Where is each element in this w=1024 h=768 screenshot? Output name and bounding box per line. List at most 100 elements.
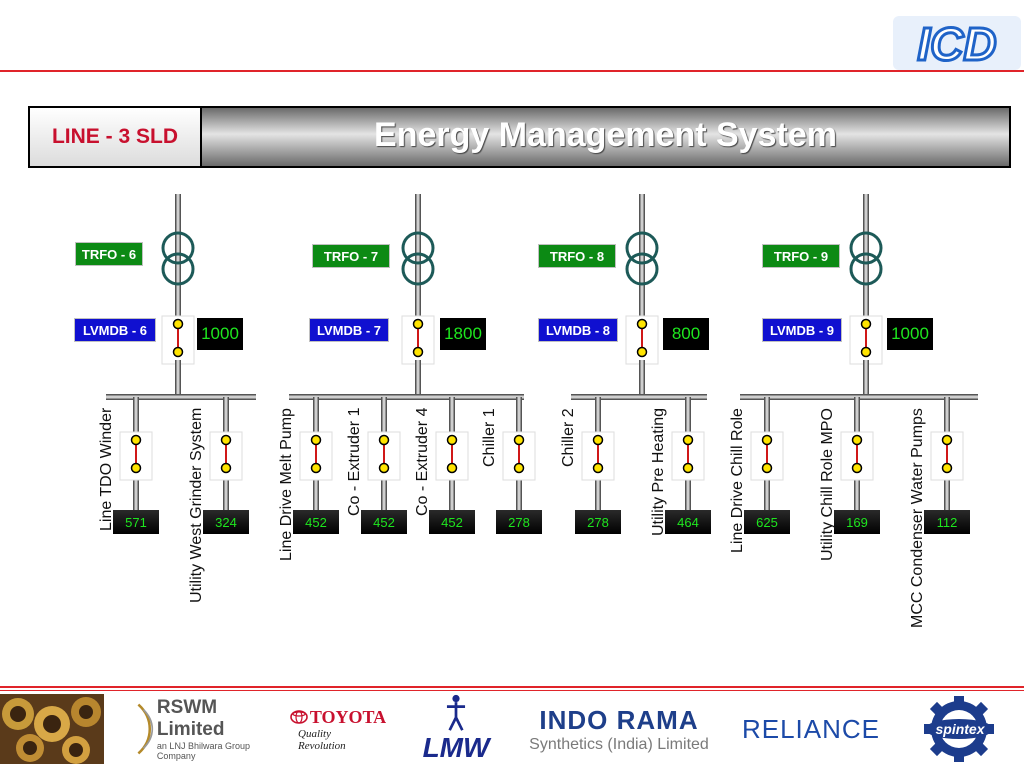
- transformer-7-feeder-1-load-value: 452: [293, 510, 339, 534]
- transformer-7-feeder-2-name: Co - Extruder 1: [346, 407, 363, 516]
- sld-wiring: [106, 194, 978, 510]
- transformer-6-feeder-2-name: Utility West Grinder System: [188, 407, 205, 603]
- transformer-7-feeder-3-name: Co - Extruder 4: [414, 407, 431, 516]
- transformer-6-feeder-1-load-value: 571: [113, 510, 159, 534]
- rswm-swoosh-icon: [137, 703, 154, 755]
- transformer-9-feeder-2-breaker-bottom-contact: [851, 462, 863, 474]
- transformer-9-feeder-1-name: Line Drive Chill Role: [729, 408, 746, 553]
- transformer-7-feeder-3-breaker-top-contact: [446, 434, 458, 446]
- reliance-logo: RELIANCE: [740, 694, 882, 764]
- transformer-9-coil-primary: [849, 231, 883, 265]
- transformer-7-capacity-value: 1800: [440, 318, 486, 350]
- transformer-7-feeder-3-breaker-bottom-contact: [446, 462, 458, 474]
- indorama-logo: INDO RAMA Synthetics (India) Limited: [520, 694, 718, 764]
- spintex-wordmark: spintex: [935, 721, 985, 737]
- indorama-subtitle: Synthetics (India) Limited: [529, 735, 709, 753]
- rswm-logo: RSWM Limited an LNJ Bhilwara Group Compa…: [135, 694, 270, 764]
- transformer-8-lvmdb-label: LVMDB - 8: [538, 318, 618, 342]
- page-title: Energy Management System: [202, 108, 1009, 166]
- transformer-7-coil-primary: [401, 231, 435, 265]
- transformer-6-trfo-label: TRFO - 6: [75, 242, 143, 266]
- transformer-9-feeder-3-name: MCC Condenser Water Pumps: [909, 408, 926, 628]
- transformer-8-trfo-label: TRFO - 8: [538, 244, 616, 268]
- transformer-6-coil-primary: [161, 231, 195, 265]
- toyota-wordmark: TOYOTA: [309, 706, 387, 727]
- transformer-6-feeder-2-breaker-bottom-contact: [220, 462, 232, 474]
- spintex-gear-icon: [924, 696, 994, 762]
- transformer-7-feeder-2-breaker-top-contact: [378, 434, 390, 446]
- transformer-7-feeder-4-load-value: 278: [496, 510, 542, 534]
- transformer-8-capacity-value: 800: [663, 318, 709, 350]
- transformer-8-coil-secondary: [625, 252, 659, 286]
- transformer-7-trfo-label: TRFO - 7: [312, 244, 390, 268]
- transformer-9-feeder-2-name: Utility Chill Role MPO: [819, 408, 836, 561]
- transformer-9-feeder-3-breaker-bottom-contact: [941, 462, 953, 474]
- transformer-7-feeder-4-name: Chiller 1: [481, 408, 498, 467]
- transformer-8-lvmdb-breaker-bottom-contact: [636, 346, 648, 358]
- transformer-6-lvmdb-breaker-top-contact: [172, 318, 184, 330]
- transformer-6-coil-secondary: [161, 252, 195, 286]
- toyota-emblem-icon: [290, 710, 308, 724]
- transformer-8-feeder-1-breaker-top-contact: [592, 434, 604, 446]
- transformer-7-coil-secondary: [401, 252, 435, 286]
- transformer-7-feeder-2-load-value: 452: [361, 510, 407, 534]
- toyota-tagline: Quality Revolution: [298, 727, 346, 752]
- transformer-8-feeder-1-name: Chiller 2: [560, 408, 577, 467]
- transformer-8-feeder-1-breaker-bottom-contact: [592, 462, 604, 474]
- transformer-9-feeder-2-load-value: 169: [834, 510, 880, 534]
- transformer-9-feeder-1-load-value: 625: [744, 510, 790, 534]
- transformer-9-feeder-3-load-value: 112: [924, 510, 970, 534]
- transformer-6-capacity-value: 1000: [197, 318, 243, 350]
- transformer-9-coil-secondary: [849, 252, 883, 286]
- lmw-wordmark: LMW: [422, 732, 490, 763]
- lmw-figure-icon: [446, 694, 466, 731]
- transformer-8-coil-primary: [625, 231, 659, 265]
- pipes-photo-logo: [0, 694, 104, 764]
- transformer-9-feeder-1-breaker-bottom-contact: [761, 462, 773, 474]
- spintex-logo: spintex: [900, 694, 1020, 764]
- transformer-7-feeder-4-breaker-top-contact: [513, 434, 525, 446]
- transformer-7-feeder-2-breaker-bottom-contact: [378, 462, 390, 474]
- transformer-6-feeder-1-breaker-top-contact: [130, 434, 142, 446]
- transformer-8-feeder-1-load-value: 278: [575, 510, 621, 534]
- title-banner: LINE - 3 SLD Energy Management System: [28, 106, 1011, 168]
- transformer-8-feeder-2-load-value: 464: [665, 510, 711, 534]
- transformer-8-feeder-2-breaker-bottom-contact: [682, 462, 694, 474]
- transformer-7-lvmdb-label: LVMDB - 7: [309, 318, 389, 342]
- transformer-8-lvmdb-breaker-top-contact: [636, 318, 648, 330]
- transformer-6-lvmdb-label: LVMDB - 6: [74, 318, 156, 342]
- transformer-6-lvmdb-breaker-bottom-contact: [172, 346, 184, 358]
- transformer-9-trfo-label: TRFO - 9: [762, 244, 840, 268]
- indorama-title: INDO RAMA: [539, 704, 699, 735]
- transformer-9-feeder-2-breaker-top-contact: [851, 434, 863, 446]
- transformer-9-lvmdb-breaker-bottom-contact: [860, 346, 872, 358]
- toyota-logo: TOYOTA Quality Revolution: [290, 694, 386, 764]
- transformer-9-lvmdb-label: LVMDB - 9: [762, 318, 842, 342]
- transformer-9-lvmdb-breaker-top-contact: [860, 318, 872, 330]
- transformer-7-lvmdb-breaker-top-contact: [412, 318, 424, 330]
- transformer-8-feeder-2-name: Utility Pre Heating: [650, 407, 667, 536]
- reliance-wordmark: RELIANCE: [741, 713, 881, 744]
- transformer-7-feeder-1-breaker-bottom-contact: [310, 462, 322, 474]
- transformer-9-feeder-3-breaker-top-contact: [941, 434, 953, 446]
- transformer-7-feeder-3-load-value: 452: [429, 510, 475, 534]
- footer-divider-bottom: [0, 690, 1024, 691]
- rswm-title: RSWM Limited: [156, 697, 225, 740]
- lmw-logo: LMW: [404, 694, 508, 764]
- icd-logo: ICD: [893, 16, 1021, 70]
- transformer-7-feeder-1-breaker-top-contact: [310, 434, 322, 446]
- header-divider: [0, 70, 1024, 72]
- transformer-8-feeder-2-breaker-top-contact: [682, 434, 694, 446]
- transformer-7-lvmdb-breaker-bottom-contact: [412, 346, 424, 358]
- sld-label: LINE - 3 SLD: [30, 108, 202, 166]
- transformer-6-feeder-2-breaker-top-contact: [220, 434, 232, 446]
- transformer-9-feeder-1-breaker-top-contact: [761, 434, 773, 446]
- transformer-6-feeder-1-name: Line TDO Winder: [98, 407, 115, 531]
- transformer-9-capacity-value: 1000: [887, 318, 933, 350]
- transformer-6-feeder-2-load-value: 324: [203, 510, 249, 534]
- transformer-7-feeder-4-breaker-bottom-contact: [513, 462, 525, 474]
- transformer-6-feeder-1-breaker-bottom-contact: [130, 462, 142, 474]
- transformer-7-feeder-1-name: Line Drive Melt Pump: [278, 408, 295, 561]
- footer-divider-top: [0, 686, 1024, 688]
